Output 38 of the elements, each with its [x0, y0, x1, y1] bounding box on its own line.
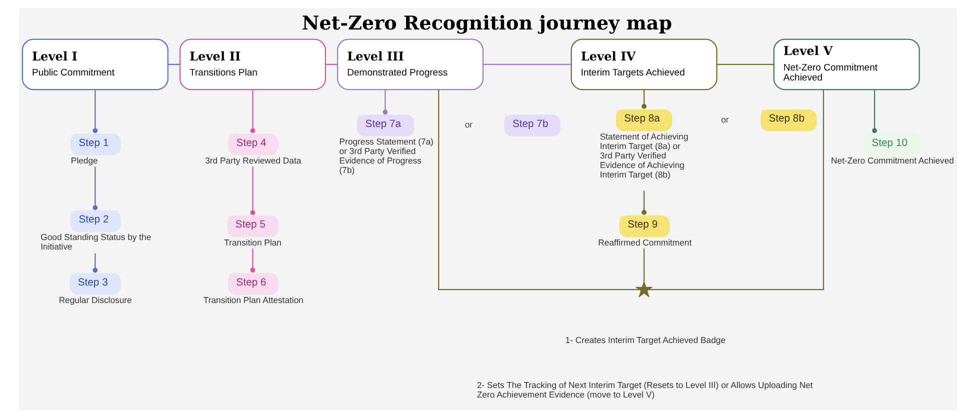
connector	[250, 166, 256, 216]
node-box: Level III Demonstrated Progress	[337, 38, 484, 90]
connector	[642, 190, 647, 215]
node-label: Regular Disclosure	[58, 294, 132, 305]
node-label: Pledge	[70, 156, 98, 166]
node-label: Net-Zero Commitment Achieved	[831, 156, 954, 166]
connector	[92, 90, 98, 134]
label: or	[721, 114, 729, 124]
node-box: Level II Transitions Plan	[179, 38, 326, 90]
diagram-title: Net-Zero Recognition journey map	[302, 12, 672, 34]
connector	[92, 253, 98, 273]
connector	[483, 64, 572, 65]
node-box: Level IV Interim Targets Achieved	[570, 38, 718, 90]
connector	[642, 90, 647, 109]
node-star	[635, 280, 654, 298]
label: or	[464, 120, 473, 130]
connector	[326, 64, 338, 65]
node-box: Level I Public Commitment	[22, 38, 168, 90]
connector	[872, 90, 877, 134]
node-label: Good Standing Status by the Initiative	[40, 232, 152, 252]
label: 2- Sets The Tracking of Next Interim Target (Resets to Level III) or Allows Uploading Net Zero Achievement Evidence (move to Level V)	[476, 380, 813, 400]
connector	[716, 64, 774, 65]
connector	[643, 248, 645, 282]
connector	[250, 248, 256, 273]
connector	[250, 90, 256, 134]
node-label: Progress Statement (7a) or 3rd Party Verified Evidence of Progress (7b)	[339, 136, 434, 176]
connector	[648, 90, 824, 290]
node-label: Statement of Achieving Interim Target (8a) or 3rd Party Verified Evidence of Achieving Interim Target (8b)	[600, 131, 688, 180]
node-label: Reaffirmed Commitment	[598, 237, 692, 248]
node-label: Transition Plan	[224, 237, 282, 248]
node-label: 3rd Party Reviewed Data	[205, 156, 302, 166]
connector	[382, 90, 388, 115]
connector	[168, 64, 180, 65]
node-box: Level V Net-Zero Commitment Achieved	[773, 38, 920, 90]
connector	[92, 166, 98, 210]
label: 1- Creates Interim Target Achieved Badge	[565, 335, 726, 346]
node-label: Transition Plan Attestation	[203, 294, 304, 305]
connector	[438, 90, 639, 290]
